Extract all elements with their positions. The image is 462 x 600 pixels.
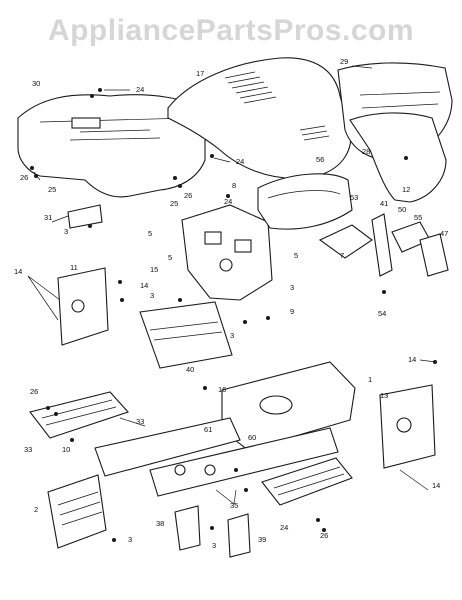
fastener-markers <box>30 88 437 542</box>
callout-17: 17 <box>196 69 204 78</box>
bracket-31-part[interactable] <box>67 204 103 229</box>
callout-25: 25 <box>48 185 56 194</box>
callout-40: 40 <box>186 365 194 374</box>
callout-50: 50 <box>398 205 406 214</box>
callout-labels: 30 24 17 29 28 26 25 26 25 24 24 56 12 3… <box>14 57 448 550</box>
callout-2: 2 <box>34 505 38 514</box>
callout-38: 38 <box>156 519 164 528</box>
callout-3a: 3 <box>64 227 68 236</box>
callout-14c: 14 <box>408 355 416 364</box>
callout-61: 61 <box>204 425 212 434</box>
callout-26c: 26 <box>30 387 38 396</box>
callout-25b: 25 <box>170 199 178 208</box>
callout-15: 15 <box>150 265 158 274</box>
callout-12: 12 <box>402 185 410 194</box>
callout-53: 53 <box>350 193 358 202</box>
callout-3d: 3 <box>230 331 234 340</box>
callout-31: 31 <box>44 213 52 222</box>
right-side-panel-part[interactable] <box>379 384 436 469</box>
callout-41: 41 <box>380 199 388 208</box>
hood-bracket-set-part[interactable] <box>318 213 449 277</box>
callout-16: 16 <box>218 385 226 394</box>
callout-10: 10 <box>62 445 70 454</box>
callout-3e: 3 <box>128 535 132 544</box>
callout-26d: 26 <box>320 531 328 540</box>
callout-56: 56 <box>316 155 324 164</box>
callout-60: 60 <box>248 433 256 442</box>
callout-13: 13 <box>380 391 388 400</box>
callout-14d: 14 <box>432 481 440 490</box>
leader-lines <box>27 65 437 505</box>
callout-33a: 33 <box>136 417 144 426</box>
callout-55: 55 <box>414 213 422 222</box>
callout-14a: 14 <box>14 267 22 276</box>
watermark-logo: AppliancePartsPros.com <box>47 14 415 47</box>
callout-35: 35 <box>230 501 238 510</box>
callout-39: 39 <box>258 535 266 544</box>
main-frame-part[interactable] <box>94 361 356 497</box>
callout-30: 30 <box>32 79 40 88</box>
callout-24a: 24 <box>136 85 144 94</box>
front-plate-part[interactable] <box>47 474 107 549</box>
callout-54: 54 <box>378 309 386 318</box>
callout-47: 47 <box>440 229 448 238</box>
dash-panel-part[interactable] <box>181 204 273 301</box>
callout-5c: 5 <box>168 253 172 262</box>
support-plate-part[interactable] <box>139 301 233 369</box>
callout-26a: 26 <box>20 173 28 182</box>
callout-28: 28 <box>362 147 370 156</box>
callout-8: 8 <box>232 181 236 190</box>
callout-3c: 3 <box>150 291 154 300</box>
callout-9: 9 <box>290 307 294 316</box>
callout-5b: 5 <box>294 251 298 260</box>
callout-11: 11 <box>70 263 78 272</box>
callout-3b: 3 <box>290 283 294 292</box>
left-side-panel-part[interactable] <box>57 267 109 346</box>
callout-24b: 24 <box>236 157 244 166</box>
callout-24c: 24 <box>224 197 232 206</box>
callout-5a: 5 <box>148 229 152 238</box>
callout-14b: 14 <box>140 281 148 290</box>
callout-24d: 24 <box>280 523 288 532</box>
callout-26b: 26 <box>184 191 192 200</box>
lower-bracket-set-part[interactable] <box>174 505 251 558</box>
right-footrest-part[interactable] <box>261 457 353 506</box>
callout-3f: 3 <box>212 541 216 550</box>
grille-nose-part[interactable] <box>337 62 453 203</box>
callout-29: 29 <box>340 57 348 66</box>
callout-33b: 33 <box>24 445 32 454</box>
callout-1: 1 <box>368 375 372 384</box>
hood-part[interactable] <box>167 57 352 179</box>
callout-7: 7 <box>340 251 344 260</box>
rear-fender-part[interactable] <box>17 94 206 198</box>
left-footrest-part[interactable] <box>29 391 129 439</box>
battery-tray-part[interactable] <box>257 173 353 230</box>
